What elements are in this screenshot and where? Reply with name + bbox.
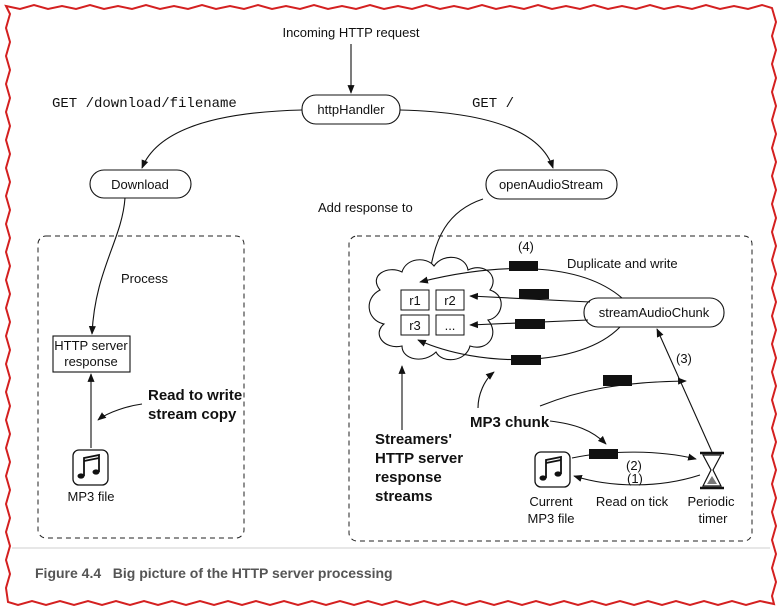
step-2-label: (2) [626,458,642,473]
step-1-label: (1) [627,471,643,486]
timer-to-file-arrow [573,474,701,486]
stream-audio-chunk-node [583,297,725,328]
http-response-box [52,335,131,373]
stream-box [400,314,430,336]
stream-box [435,289,465,311]
http-handler-label: httpHandler [317,102,385,117]
download-label: Download [111,177,169,192]
hourglass-icon [700,451,724,490]
music-note-icon [72,449,109,486]
download-process-box [37,235,245,539]
current-mp3-line1: Current [529,494,573,509]
stream-label: r2 [444,293,456,308]
http-handler-node [301,94,401,125]
mp3-chunk-to-step2-pointer [549,420,607,445]
read-to-write-line2: stream copy [148,406,237,423]
streamers-line2: HTTP server [375,450,463,467]
timer-to-chunk-arrow [656,328,713,453]
process-label: Process [121,271,168,286]
download-node [89,169,192,199]
to-open-stream-arrow [399,109,554,169]
mp3-chunk-to-stream-pointer [477,371,495,409]
stream-box [400,289,430,311]
route-root-label: GET / [472,96,514,112]
file-to-timer-arrow [571,451,697,461]
chunk-block [515,319,545,329]
chunk-block [589,449,618,459]
periodic-line1: Periodic [688,494,735,509]
streamers-line1: Streamers' [375,431,452,448]
incoming-request-label: Incoming HTTP request [282,25,419,40]
chunk-block [511,355,541,365]
mp3-chunk-to-step3-pointer [539,377,687,407]
to-download-arrow [141,109,303,169]
streamers-line4: streams [375,488,433,505]
mp3-file-label: MP3 file [68,489,115,504]
route-download-label: GET /download/filename [52,96,237,112]
step-3-label: (3) [676,351,692,366]
read-to-write-line1: Read to write [148,387,242,404]
http-response-line1: HTTP server [54,338,128,353]
stream-label: ... [445,318,456,333]
open-audio-stream-label: openAudioStream [499,177,603,192]
download-to-response-arrow [88,197,126,335]
open-audio-stream-node [485,169,618,200]
chunk-block [519,289,549,299]
mp3-chunk-label: MP3 chunk [470,414,550,431]
music-note-icon [534,451,571,488]
streamers-line3: response [375,469,442,486]
stream-box [435,314,465,336]
chunk-block [603,375,632,386]
duplicate-and-write-label: Duplicate and write [567,256,678,271]
current-mp3-line2: MP3 file [528,511,575,526]
http-response-line2: response [64,354,117,369]
streaming-box [348,235,753,542]
read-to-write-pointer [97,403,143,421]
frame-border [4,3,778,607]
stream-audio-chunk-label: streamAudioChunk [599,305,710,320]
add-response-to-label: Add response to [318,200,413,215]
response-streams-cloud [368,256,502,361]
stream-label: r3 [409,318,421,333]
chunk-block [509,261,538,271]
periodic-line2: timer [699,511,729,526]
figure-caption: Figure 4.4 Big picture of the HTTP serve… [35,565,393,581]
read-on-tick-label: Read on tick [596,494,669,509]
step-4-label: (4) [518,239,534,254]
stream-label: r1 [409,293,421,308]
